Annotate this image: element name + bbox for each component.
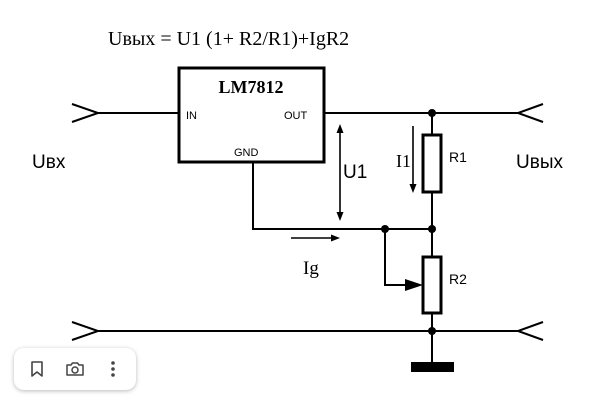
resistor-r1 — [421, 133, 443, 194]
i1-current-arrow — [409, 126, 417, 193]
ig-current-arrow — [291, 234, 340, 242]
regulator-chip-body — [177, 66, 326, 164]
pin-gnd-label: GND — [234, 147, 259, 159]
more-options-button[interactable] — [96, 352, 130, 386]
r1-label: R1 — [449, 149, 467, 165]
ground-symbol — [411, 362, 454, 372]
floating-toolbar — [14, 348, 136, 390]
chip-name: LM7812 — [219, 77, 284, 97]
output-voltage-formula: Uвых = U1 (1+ R2/R1)+IgR2 — [108, 28, 349, 50]
bookmark-icon — [31, 361, 43, 377]
terminal-arrows — [71, 103, 544, 341]
pin-in-label: IN — [186, 110, 197, 122]
resistor-r2 — [421, 255, 443, 315]
input-voltage-label: Uвх — [32, 152, 66, 173]
u1-label: U1 — [343, 162, 367, 183]
output-voltage-label: Uвых — [516, 152, 563, 173]
more-vertical-icon — [111, 361, 115, 377]
r2-label: R2 — [449, 271, 467, 287]
u1-voltage-arrow — [336, 124, 344, 221]
ig-label: Ig — [303, 258, 319, 279]
bookmark-button[interactable] — [20, 352, 54, 386]
pin-out-label: OUT — [284, 110, 308, 122]
junction-dots — [381, 109, 436, 335]
i1-label: I1 — [396, 151, 411, 171]
circuit-wires — [98, 112, 518, 364]
lens-icon — [66, 362, 84, 376]
potentiometer-wiper-arrow — [405, 279, 423, 291]
lens-button[interactable] — [58, 352, 92, 386]
